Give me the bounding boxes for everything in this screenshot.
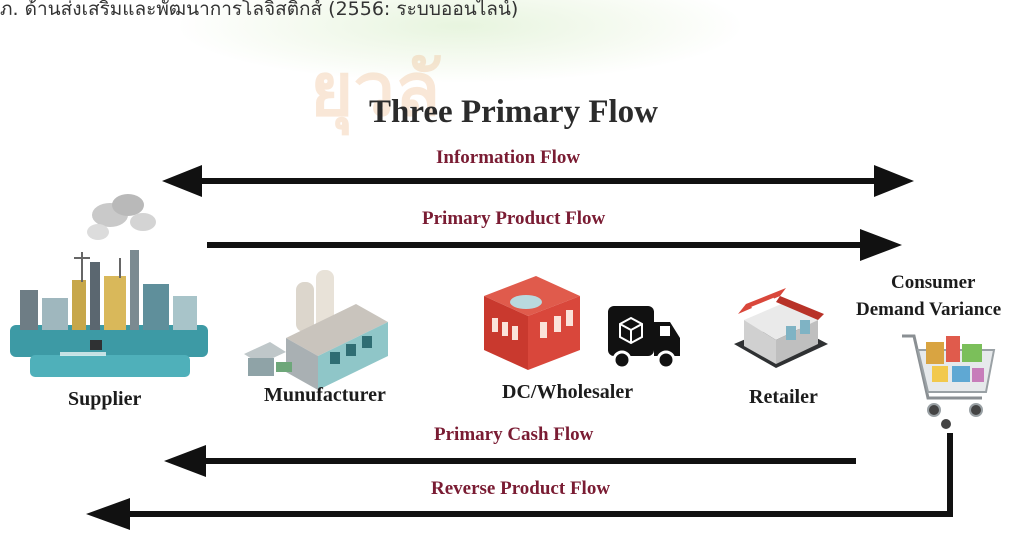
information-flow-label: Information Flow [436, 147, 581, 168]
demand-variance-label: Demand Variance [856, 299, 1002, 320]
product-flow-arrow [207, 229, 902, 261]
diagram-title: Three Primary Flow [369, 94, 658, 130]
watermark-logo-text: ยุวลั [310, 47, 441, 133]
shopping-cart-icon [902, 334, 996, 429]
factory-icon [10, 194, 208, 377]
product-flow-label: Primary Product Flow [422, 208, 606, 229]
retailer-label: Retailer [749, 386, 818, 408]
supplier-label: Supplier [68, 388, 142, 410]
store-icon [734, 288, 828, 368]
reverse-flow-arrow [86, 433, 953, 530]
thai-caption: ภ. ด้านส่งเสริมและพัฒนาการโลจิสติกส์ (25… [0, 0, 519, 20]
truck-icon [608, 306, 680, 370]
information-flow-arrow [162, 165, 914, 197]
cash-flow-arrow [164, 445, 856, 477]
consumer-label: Consumer [891, 272, 976, 293]
cash-flow-label: Primary Cash Flow [434, 424, 594, 445]
dc-building-icon [484, 276, 580, 370]
dc-wholesaler-label: DC/Wholesaler [502, 381, 634, 403]
warehouse-icon [244, 270, 388, 390]
reverse-flow-label: Reverse Product Flow [431, 478, 611, 499]
manufacturer-label: Munufacturer [264, 384, 386, 406]
